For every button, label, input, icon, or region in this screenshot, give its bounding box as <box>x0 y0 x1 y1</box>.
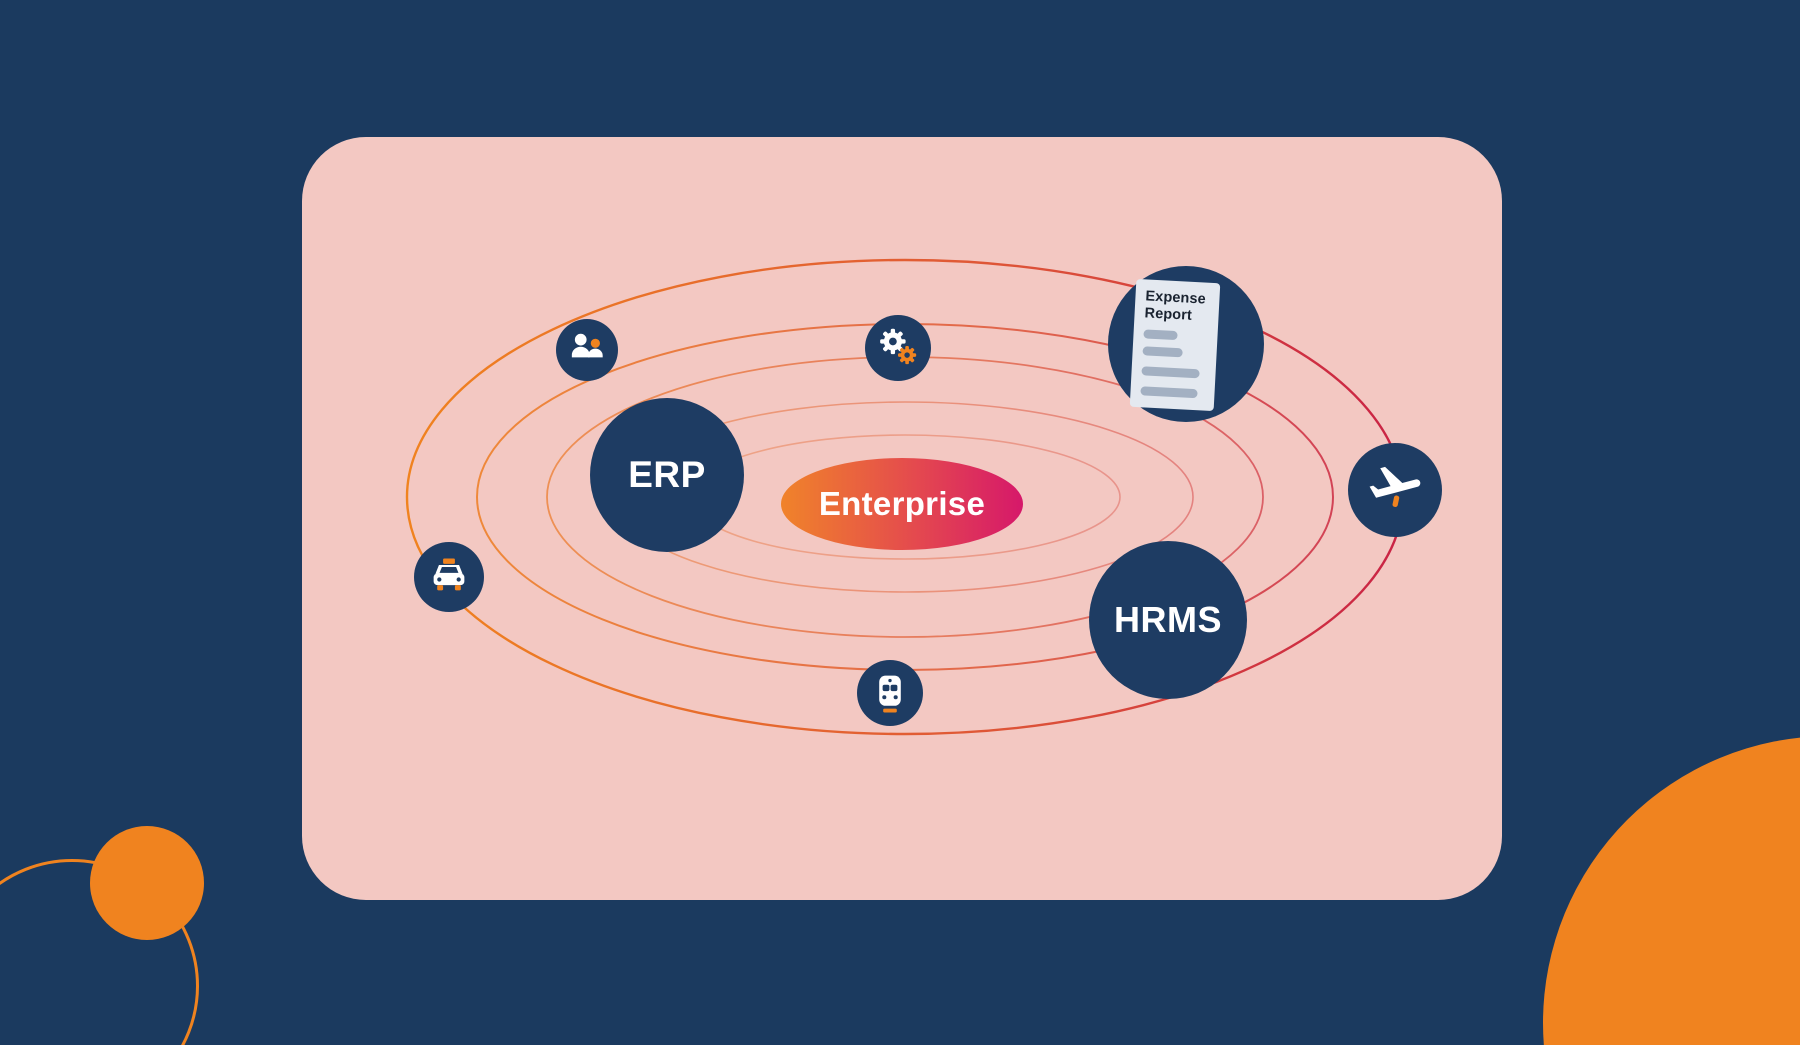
hrms-node: HRMS <box>1089 541 1247 699</box>
expense-document-title-line2: Report <box>1144 305 1193 324</box>
document-text-bar <box>1141 366 1200 379</box>
airplane-node <box>1348 443 1442 537</box>
erp-label: ERP <box>628 454 706 495</box>
airplane-icon <box>1365 458 1425 523</box>
gears-icon <box>873 321 923 376</box>
expense-report-node: Expense Report <box>1108 266 1264 422</box>
train-node <box>857 660 923 726</box>
erp-node: ERP <box>590 398 744 552</box>
people-icon <box>564 325 610 376</box>
taxi-node <box>414 542 484 612</box>
expense-document-title: Expense Report <box>1144 288 1220 326</box>
corner-circle-decoration-right <box>1543 736 1800 1045</box>
hrms-label: HRMS <box>1114 599 1222 640</box>
train-icon <box>865 666 915 721</box>
document-text-bar <box>1143 329 1178 341</box>
enterprise-label: Enterprise <box>818 485 986 522</box>
taxi-icon <box>423 549 475 606</box>
corner-circle-decoration-left <box>90 826 204 940</box>
expense-document: Expense Report <box>1129 278 1221 412</box>
document-text-bar <box>1140 386 1198 399</box>
gears-node <box>865 315 931 381</box>
people-node <box>556 319 618 381</box>
document-text-bar <box>1142 346 1183 358</box>
enterprise-node: Enterprise <box>781 458 1023 550</box>
